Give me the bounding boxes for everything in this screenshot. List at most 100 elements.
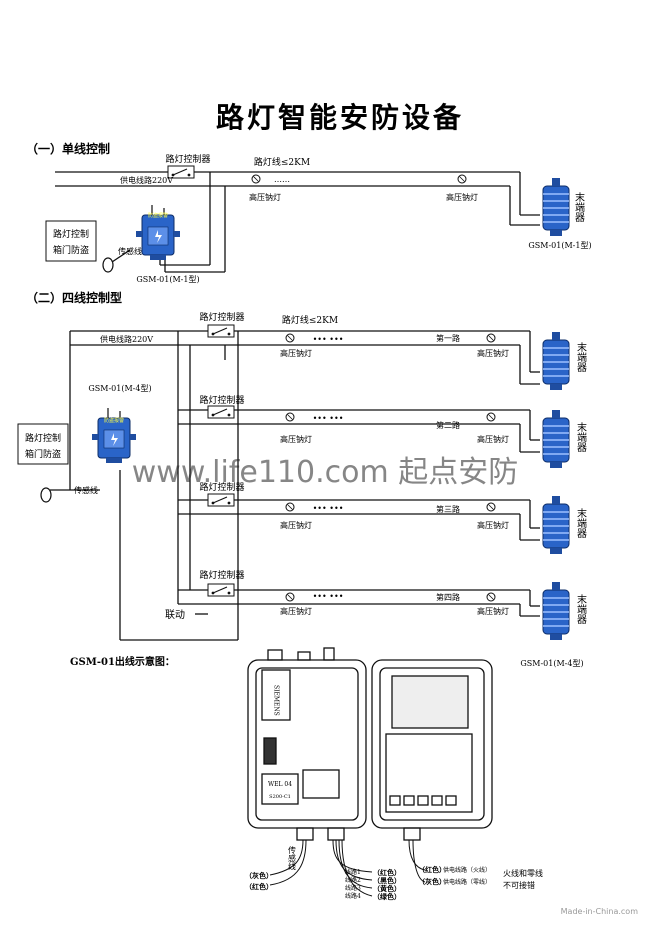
section2-box-line2: 箱门防盗 bbox=[25, 448, 61, 460]
section2-terminal-icon bbox=[542, 409, 570, 469]
section1-device-badge: 防盗报警 bbox=[148, 212, 168, 219]
section2-lamp-label: 高压钠灯 bbox=[477, 434, 509, 444]
section2-route-label: 第四路 bbox=[436, 592, 460, 602]
section2-sensor-label: 传感线 bbox=[74, 485, 98, 495]
section3-line-color: （黄色） bbox=[373, 884, 401, 893]
section2-dots: ••• ••• bbox=[313, 335, 344, 344]
section2-heading: （二）四线控制型 bbox=[26, 290, 122, 305]
section3-power-line: 供电线路（零线） bbox=[443, 878, 491, 886]
section1-dots: …… bbox=[274, 175, 290, 184]
section2-controller-icon bbox=[207, 493, 235, 507]
section3-sensor-label: 传感线 bbox=[288, 845, 297, 870]
section3-line-color: （红色） bbox=[373, 868, 401, 877]
section3-panel-brand: SIEMENS bbox=[273, 685, 280, 716]
section2-lamp-label: 高压钠灯 bbox=[477, 606, 509, 616]
section3-cables bbox=[269, 839, 426, 897]
section3-power-note: 火线和零线 bbox=[503, 868, 543, 878]
section2-lamp-icon bbox=[285, 333, 295, 343]
section1-lamp-label: 高压钠灯 bbox=[446, 192, 478, 202]
section2-lamp-icon bbox=[486, 333, 496, 343]
section3-left-color: （红色） bbox=[245, 882, 273, 891]
section3-line-color: （绿色） bbox=[373, 892, 401, 901]
section2-lamp-label: 高压钠灯 bbox=[280, 348, 312, 358]
section2-controller-icon bbox=[207, 583, 235, 597]
section2-terminal-label: 末端器 bbox=[575, 421, 587, 453]
section2-route-label: 第二路 bbox=[436, 420, 460, 430]
section3-panel-model: S200-C1 bbox=[269, 794, 291, 800]
section2-dots: ••• ••• bbox=[313, 414, 344, 423]
section2-lamp-icon bbox=[285, 592, 295, 602]
section3-power-color: （红色） bbox=[418, 865, 446, 874]
section1-terminal-label: 末端器 bbox=[573, 191, 585, 223]
section2-device-model: GSM-01(M-4型) bbox=[88, 384, 151, 393]
section1-terminal-model: GSM-01(M-1型) bbox=[528, 241, 591, 250]
section2-box-line1: 路灯控制 bbox=[25, 432, 61, 444]
section2-terminal-model: GSM-01(M-4型) bbox=[520, 659, 583, 668]
watermark-text: www.life110.com 起点安防 bbox=[132, 455, 518, 490]
footer-watermark: Made-in-China.com bbox=[561, 907, 639, 916]
section3-line-name: 线路3 bbox=[345, 884, 361, 892]
section3-power-note: 不可接错 bbox=[503, 880, 535, 890]
section1-terminal-icon bbox=[542, 177, 570, 237]
section2-lamp-label: 高压钠灯 bbox=[477, 520, 509, 530]
section1-sensor-loop bbox=[102, 257, 114, 273]
section1-lamp-icon bbox=[251, 174, 261, 184]
section2-wiring bbox=[50, 330, 540, 641]
section2-route-label: 第一路 bbox=[436, 333, 460, 343]
section2-controller-label: 路灯控制器 bbox=[199, 311, 244, 323]
section3-panel-label: WEL 04 bbox=[268, 781, 292, 788]
section2-lamp-icon bbox=[486, 592, 496, 602]
section2-terminal-icon bbox=[542, 495, 570, 555]
section1-lamp-label: 高压钠灯 bbox=[249, 192, 281, 202]
section1-box-line1: 路灯控制 bbox=[53, 228, 89, 240]
section3-left-color: （灰色） bbox=[245, 871, 273, 880]
section3-line-name: 线路1 bbox=[345, 868, 361, 876]
section2-device-badge: 防盗报警 bbox=[104, 417, 124, 424]
section1-wiring bbox=[55, 171, 540, 273]
section1-lamp-icon bbox=[457, 174, 467, 184]
section2-supply-label: 供电线路220V bbox=[100, 334, 153, 344]
section2-lamp-icon bbox=[285, 412, 295, 422]
section2-controller-label: 路灯控制器 bbox=[199, 394, 244, 406]
section3-line-color: （黑色） bbox=[373, 876, 401, 885]
section2-terminal-icon bbox=[542, 331, 570, 391]
section2-lamp-icon bbox=[486, 412, 496, 422]
section1-device-model: GSM-01(M-1型) bbox=[136, 275, 199, 284]
section2-dots: ••• ••• bbox=[313, 504, 344, 513]
section2-controller-label: 路灯控制器 bbox=[199, 481, 244, 493]
section2-line-label: 路灯线≤2KM bbox=[282, 314, 338, 326]
section2-route-label: 第三路 bbox=[436, 504, 460, 514]
section2-lamp-label: 高压钠灯 bbox=[280, 520, 312, 530]
section3-line-name: 线路4 bbox=[345, 892, 361, 900]
section1-sensor-label: 传感线 bbox=[118, 246, 142, 256]
section2-terminal-icon bbox=[542, 581, 570, 641]
section2-controller-icon bbox=[207, 324, 235, 338]
section3-heading: GSM-01出线示意图： bbox=[70, 655, 175, 668]
gsm-device-enclosure-left bbox=[247, 647, 367, 841]
section1-controller-label: 路灯控制器 bbox=[165, 153, 210, 165]
section1-heading: （一）单线控制 bbox=[26, 141, 110, 156]
section2-terminal-label: 末端器 bbox=[575, 593, 587, 625]
section3-line-name: 线路2 bbox=[345, 876, 361, 884]
section2-controller-icon bbox=[207, 405, 235, 419]
section1-box-line2: 箱门防盗 bbox=[53, 244, 89, 256]
section2-lamp-label: 高压钠灯 bbox=[280, 434, 312, 444]
section2-lamp-icon bbox=[285, 502, 295, 512]
section2-sensor-loop bbox=[40, 487, 52, 503]
section1-line-label: 路灯线≤2KM bbox=[254, 156, 310, 168]
section2-device-icon bbox=[91, 407, 137, 464]
section3-power-color: （灰色） bbox=[418, 877, 446, 886]
section1-supply-label: 供电线路220V bbox=[120, 175, 173, 185]
section2-dots: ••• ••• bbox=[313, 592, 344, 601]
section2-controller-label: 路灯控制器 bbox=[199, 569, 244, 581]
section2-control-box bbox=[17, 423, 69, 465]
section2-terminal-label: 末端器 bbox=[575, 341, 587, 373]
gsm-device-enclosure-right bbox=[371, 659, 493, 841]
section2-linkage-label: 联动 bbox=[165, 609, 185, 621]
section2-lamp-label: 高压钠灯 bbox=[477, 348, 509, 358]
page-title: 路灯智能安防设备 bbox=[216, 101, 464, 134]
section3-power-line: 供电线路（火线） bbox=[443, 866, 491, 874]
section1-control-box bbox=[45, 220, 97, 262]
section2-terminal-label: 末端器 bbox=[575, 507, 587, 539]
